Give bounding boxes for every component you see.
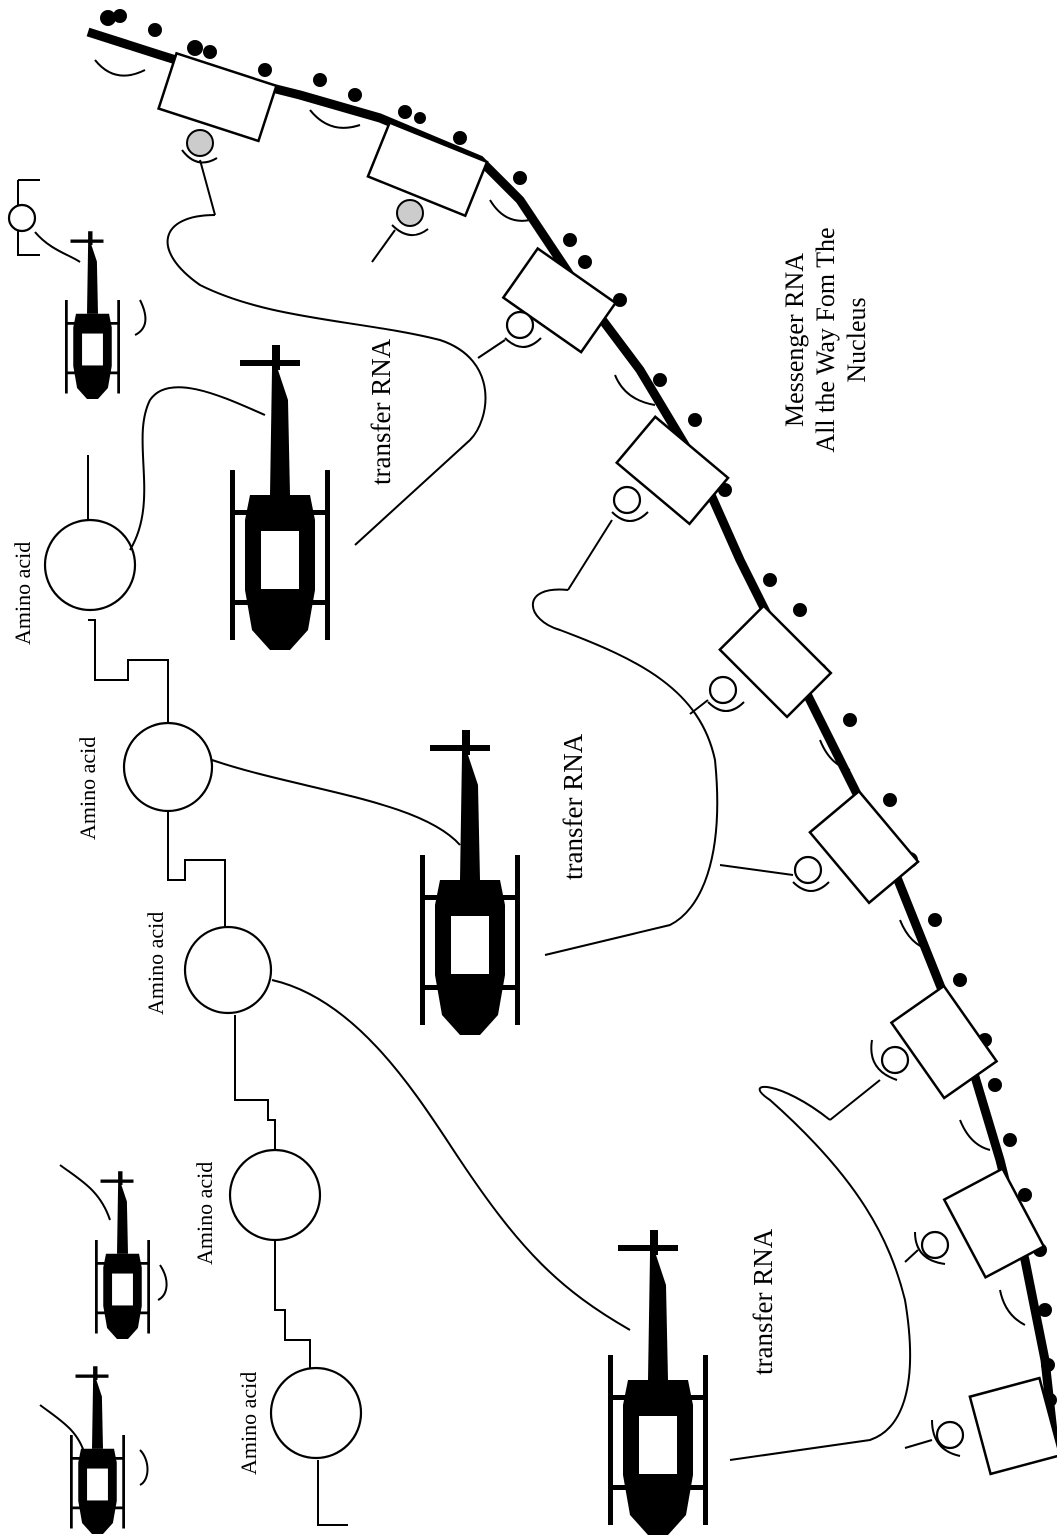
amino-acid-circle [271,1368,361,1458]
messenger-rna-line3: Nucleus [842,297,871,382]
amino-acid-chain: Amino acid Amino acid Amino acid Amino a… [10,387,630,1525]
helicopter-icon [65,231,120,399]
train-car-icon [970,1378,1057,1474]
train-car-icon [159,53,277,141]
helicopter-icon [70,1366,125,1534]
helicopter-icon [608,1230,708,1535]
messenger-rna-strand [88,9,1057,1450]
amino-acid-label: Amino acid [75,737,100,840]
messenger-rna-line1: Messenger RNA [780,253,809,427]
train-car-icon [368,123,487,216]
helicopter-icon [230,345,330,650]
messenger-rna-line2: All the Way Fom The [811,227,840,452]
helicopter-icon [420,730,520,1035]
amino-acid-circle [230,1150,320,1240]
amino-acid-label: Amino acid [236,1372,261,1475]
transfer-rna-label: transfer RNA [366,338,396,485]
amino-acid-label: Amino acid [143,912,168,1015]
amino-acid-label: Amino acid [192,1162,217,1265]
codon-cars [159,53,1057,1474]
amino-acid-circle [185,927,271,1013]
messenger-rna-label: Messenger RNA All the Way Fom The Nucleu… [780,227,871,452]
amino-acid-label: Amino acid [10,542,35,645]
amino-acid-circle [45,520,135,610]
transfer-rna-label: transfer RNA [558,733,588,880]
amino-acid-circle [124,723,212,811]
helicopter-icon [95,1171,150,1339]
transfer-rna-label: transfer RNA [748,1228,778,1375]
